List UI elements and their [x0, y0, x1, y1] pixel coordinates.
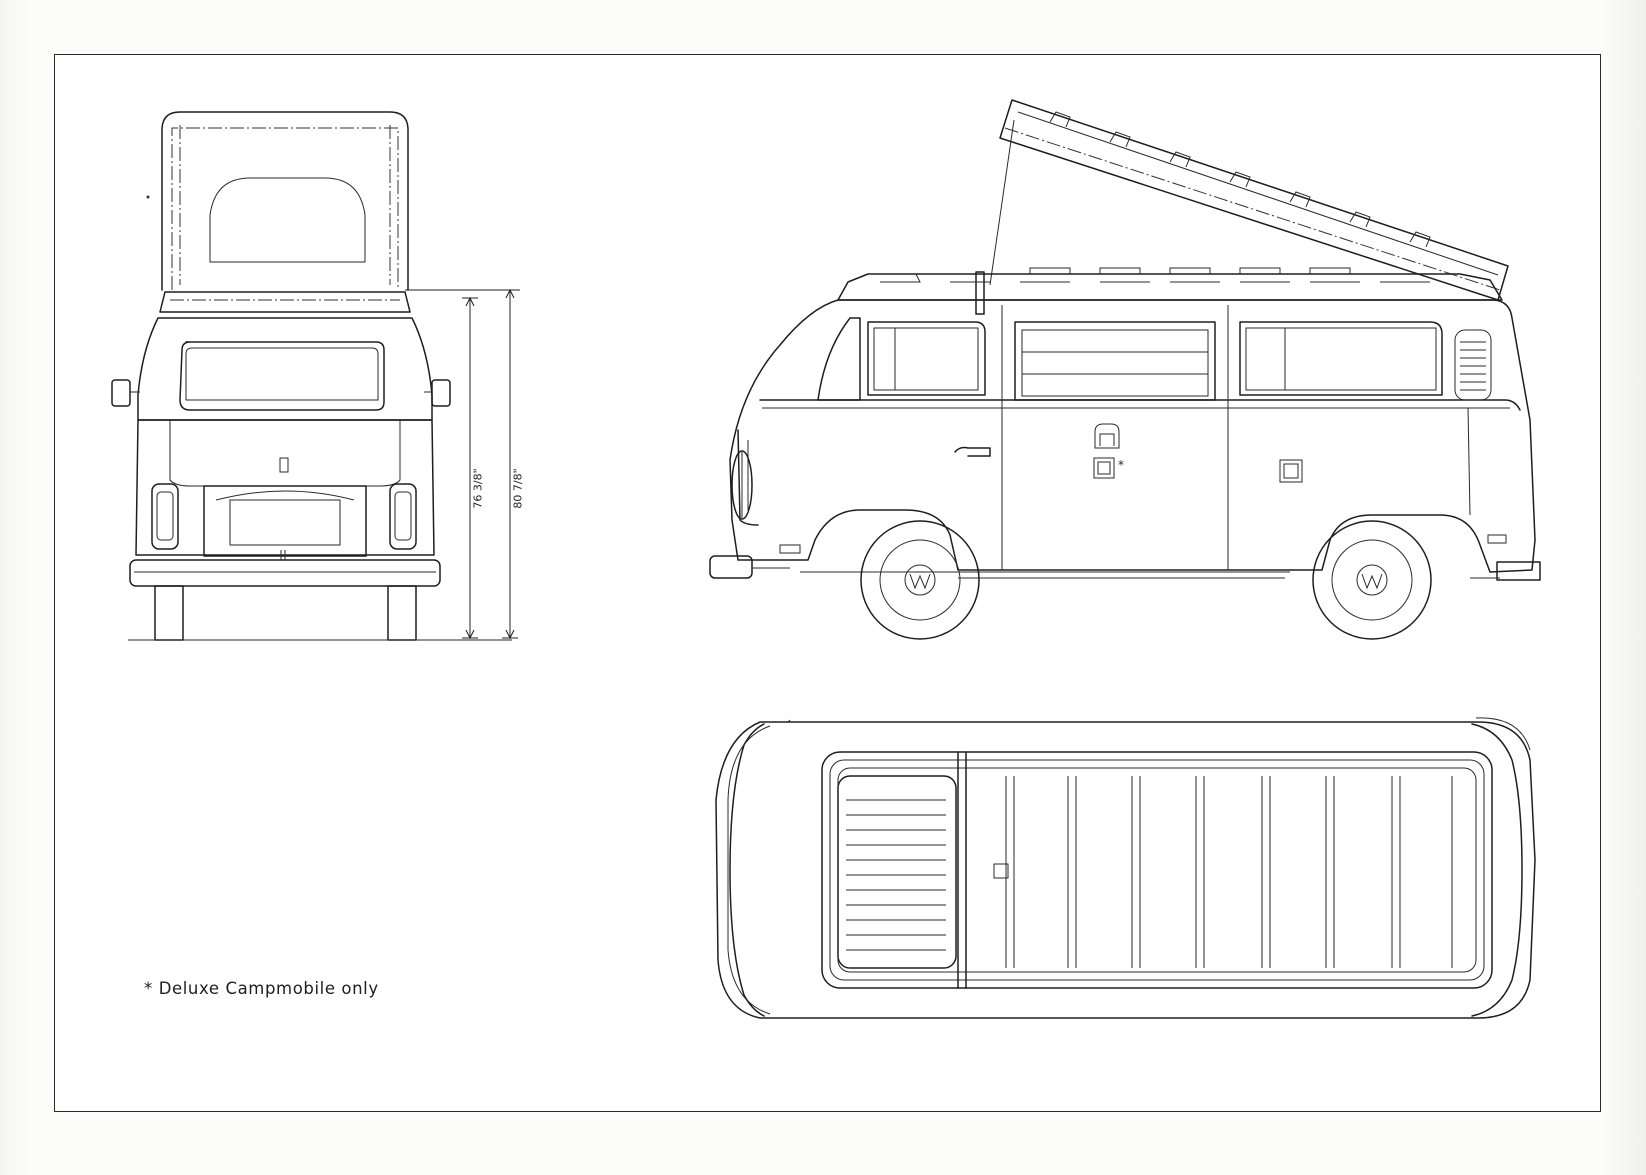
- rear-side-marker: [1487, 534, 1507, 544]
- right-taillight: [389, 483, 417, 550]
- poptop-roof-panel-raised: [999, 99, 1509, 301]
- left-taillight: [151, 483, 179, 550]
- rear-wheel: [1312, 520, 1432, 640]
- poptop-raised-roof: [161, 111, 409, 291]
- dimension-label-height-rack: 80 7/8": [511, 468, 525, 509]
- deluxe-water-inlet: [1093, 457, 1115, 479]
- rear-bumper-side: [1496, 561, 1541, 581]
- rear-window: [179, 341, 385, 411]
- rear-lower-body: [135, 419, 435, 556]
- front-panel: [737, 429, 759, 526]
- front-side-marker: [779, 544, 801, 554]
- right-rear-tire: [387, 585, 417, 641]
- roof-rack-front-bar: [957, 751, 967, 989]
- side-view-drawing: [709, 99, 1541, 640]
- poptop-front-hatch: [837, 775, 957, 969]
- front-bumper-side: [709, 555, 753, 579]
- top-body-outline: [715, 721, 1536, 1019]
- front-wheel: [860, 520, 980, 640]
- rear-side-window: [1239, 321, 1443, 396]
- deluxe-electrical-hookup: [1094, 423, 1120, 449]
- top-view-drawing: [715, 717, 1536, 1019]
- engine-air-vents: [1454, 329, 1492, 401]
- headlight: [731, 450, 753, 520]
- top-roof-rack-outer: [821, 751, 1493, 989]
- rear-upper-body: [137, 317, 433, 421]
- dimension-label-height-closed: 76 3/8": [471, 468, 485, 509]
- roof-latch: [993, 863, 1009, 879]
- sliding-door-window: [1014, 321, 1216, 401]
- rear-view-drawing: [111, 111, 520, 641]
- cab-door-window: [867, 321, 986, 396]
- drawing-border: [54, 54, 1601, 1112]
- left-mirror: [111, 379, 131, 407]
- roof-rack: [837, 273, 1503, 301]
- poptop-hinge-strut: [975, 271, 985, 315]
- cab-door-handle: [954, 446, 991, 457]
- fuel-filler-door: [1279, 459, 1303, 483]
- left-rear-tire: [154, 585, 184, 641]
- rear-bumper: [129, 559, 441, 587]
- poptop-canvas-window: [209, 177, 366, 263]
- deluxe-asterisk-marker: *: [1118, 458, 1124, 472]
- front-quarter-window: [817, 317, 861, 401]
- deluxe-footnote: * Deluxe Campmobile only: [144, 979, 379, 998]
- right-mirror: [431, 379, 451, 407]
- side-body-outline: [729, 299, 1536, 573]
